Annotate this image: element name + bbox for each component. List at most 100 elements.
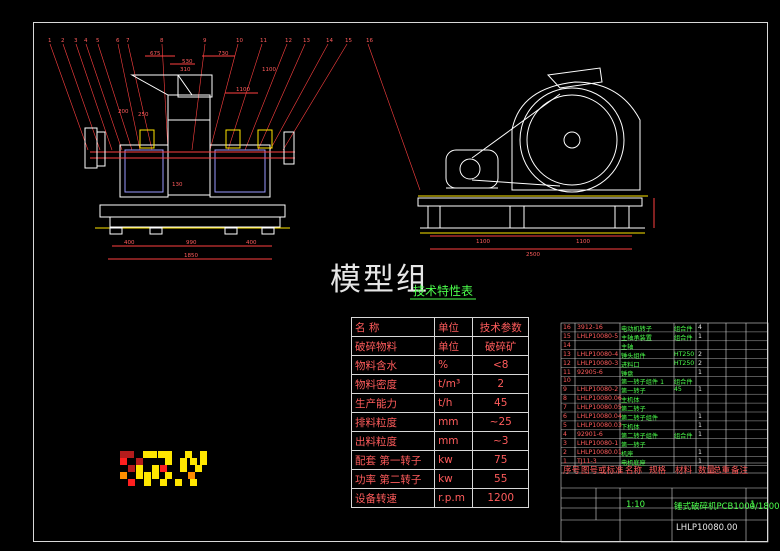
bom-name-cell: 第一转子: [621, 441, 646, 449]
bom-code-cell: LHLP10080-5: [577, 332, 619, 340]
side-view: [417, 67, 655, 250]
callout-number-4: 4: [84, 38, 88, 44]
bom-no-cell: 5: [563, 421, 567, 429]
bom-name-cell: 第一转子组件 1: [621, 379, 665, 387]
bom-mat-cell: 组合件: [674, 326, 693, 333]
spec-value-cell: ~25: [472, 412, 529, 432]
spec-value-cell: 45: [472, 393, 529, 413]
callout-leader-7: [127, 43, 153, 151]
bom-no-cell: 7: [563, 404, 567, 412]
pixel-block: [165, 451, 172, 458]
spec-unit-cell: t/m³: [434, 374, 474, 394]
callout-number-3: 3: [74, 38, 78, 44]
bom-name-cell: 电动机转子: [621, 326, 652, 333]
bom-no-cell: 11: [563, 368, 571, 376]
bom-no-cell: 9: [563, 386, 567, 394]
bom-code-cell: LHLP10080.01: [577, 448, 622, 456]
bom-mat-cell: HT250: [674, 359, 695, 367]
front-dimension-11: 400: [246, 240, 257, 246]
drawing-scale: 1:10: [626, 500, 646, 510]
pixel-block: [158, 451, 165, 458]
spec-header-row: 名 称单位技术参数: [350, 317, 529, 337]
watermark-text: 模型组: [330, 262, 429, 298]
drawing-sheet: 1: [750, 500, 756, 510]
pixel-block: [180, 458, 187, 465]
spec-name-cell: 配套 第一转子: [350, 450, 436, 470]
front-dimension-4: 200: [118, 109, 129, 115]
callout-leader-1: [49, 43, 89, 151]
pixel-block: [165, 458, 172, 465]
spec-unit-cell: t/h: [434, 393, 474, 413]
pixel-block: [120, 451, 127, 458]
pixel-block: [165, 472, 172, 479]
callout-number-14: 14: [326, 38, 333, 44]
callout-leader-16: [367, 43, 421, 191]
bom-name-cell: 第二转子组件: [621, 432, 659, 440]
drawing-border-frame: [33, 22, 768, 542]
spec-value-cell: 2: [472, 374, 529, 394]
bom-no-cell: 3: [563, 439, 567, 447]
front-dimension-0: 675: [150, 51, 161, 57]
spec-unit-cell: kw: [434, 450, 474, 470]
callout-number-6: 6: [116, 38, 120, 44]
callout-leader-3: [75, 43, 113, 151]
front-dimension-5: 250: [138, 112, 149, 118]
spec-name-cell: 出料粒度: [350, 431, 436, 451]
callout-number-16: 16: [366, 38, 373, 44]
spec-value-cell: 55: [472, 469, 529, 489]
bom-code-cell: LHLP10080-4: [577, 350, 619, 358]
spec-row: 物料含水%<8: [350, 355, 529, 375]
bom-code-cell: LHLP10080.04: [577, 413, 622, 420]
callout-number-8: 8: [160, 38, 164, 44]
bom-name-cell: 主轴: [621, 343, 634, 351]
spec-name-cell: 物料密度: [350, 374, 436, 394]
bom-grid: [560, 322, 769, 543]
bom-header-cell: 规格: [649, 466, 667, 476]
bom-name-cell: 下机体: [621, 423, 640, 431]
bom-code-cell: TJ11-3: [577, 457, 597, 465]
spec-name-cell: 生产能力: [350, 393, 436, 413]
pixel-block: [120, 458, 127, 465]
bom-mat-cell: 组合件: [674, 334, 693, 342]
front-dimension-12: 1850: [184, 253, 198, 259]
bom-qty-cell: 1: [698, 421, 702, 429]
pixel-block: [160, 465, 167, 472]
bom-header-cell: 备注: [731, 466, 749, 476]
drawing-number: LHLP10080.00: [676, 523, 738, 533]
side-dimension-1: 1100: [576, 239, 590, 245]
bom-no-cell: 1: [563, 457, 567, 465]
drawing-name: 锤式破碎机PCB1000/1800总图: [674, 502, 780, 512]
bom-no-cell: 16: [563, 324, 571, 331]
pixel-block: [143, 451, 150, 458]
spec-name-cell: 物料含水: [350, 355, 436, 375]
bom-code-cell: 92905-6: [577, 368, 603, 376]
side-dimension-0: 1100: [476, 239, 490, 245]
spec-row: 破碎物料单位破碎矿: [350, 336, 529, 356]
callout-leader-14: [269, 43, 329, 151]
bom-name-cell: 第一转子: [621, 388, 646, 396]
front-dimension-3: 310: [180, 67, 191, 73]
bom-qty-cell: 1: [698, 457, 702, 465]
callout-number-2: 2: [61, 38, 65, 44]
bom-qty-cell: 4: [698, 324, 702, 331]
bom-no-cell: 13: [563, 350, 571, 358]
bom-qty-cell: 1: [698, 413, 702, 420]
spec-name-cell: 破碎物料: [350, 336, 436, 356]
front-view: [84, 55, 295, 260]
